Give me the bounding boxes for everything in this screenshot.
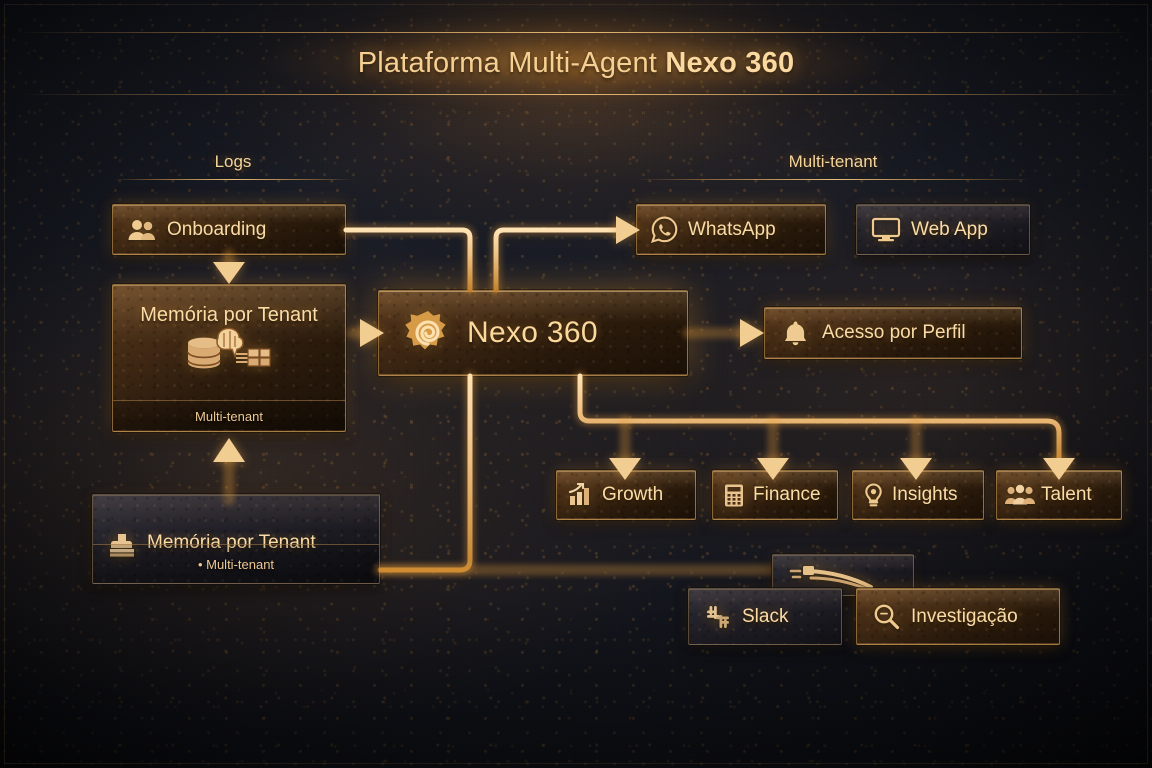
node-label-investigacao: Investigação: [911, 605, 1018, 627]
node-label-slack: Slack: [742, 605, 789, 627]
wire-memoria-to-nexo: [346, 319, 384, 347]
node-acesso-por-perfil[interactable]: Acesso por Perfil: [764, 307, 1022, 359]
node-footer-memoria-mid: Multi-tenant: [113, 400, 345, 431]
node-footer-label-memoria-low: • Multi-tenant: [197, 556, 275, 572]
section-label-multitenant: Multi-tenant: [788, 152, 878, 171]
wire-nexo-to-whatsapp: [490, 216, 640, 296]
node-memoria-por-tenant-mid[interactable]: Memória por Tenant Multi-tenant: [112, 284, 346, 432]
node-label-onboarding: Onboarding: [167, 218, 267, 240]
node-footer-memoria-low: • Multi-tenant: [93, 544, 379, 583]
calculator-icon: [725, 484, 743, 506]
slack-icon: [707, 605, 729, 628]
diagram-title-block: Plataforma Multi-Agent Nexo 360: [0, 18, 1152, 102]
node-label-talent: Talent: [1041, 484, 1092, 505]
magnifier-icon: [874, 604, 900, 630]
node-label-insights: Insights: [892, 484, 958, 505]
section-header-multitenant: Multi-tenant: [636, 152, 1030, 180]
people-group-icon: [1005, 484, 1035, 505]
node-investigacao[interactable]: Investigação: [856, 588, 1060, 645]
node-nexo-360[interactable]: Nexo 360: [378, 290, 688, 376]
wire-memorialow-to-memoria: [213, 438, 245, 506]
node-label-whatsapp: WhatsApp: [688, 218, 776, 240]
database-brain-icon: [187, 327, 271, 369]
whatsapp-icon: [651, 216, 678, 243]
section-rule-multitenant: [636, 179, 1030, 180]
page-title: Plataforma Multi-Agent Nexo 360: [0, 32, 1152, 94]
node-finance[interactable]: Finance: [712, 470, 838, 520]
node-label-growth: Growth: [602, 484, 664, 505]
title-rule-top: [18, 32, 1134, 33]
node-footer-label-memoria-mid: Multi-tenant: [195, 408, 263, 424]
lightbulb-icon: [865, 482, 882, 506]
node-label-nexo-360: Nexo 360: [467, 316, 598, 349]
wire-onboarding-to-memoria: [213, 248, 245, 284]
wire-nexo-to-department-bus: [574, 370, 1075, 480]
wire-bus-to-insights: [900, 415, 932, 480]
node-insights[interactable]: Insights: [852, 470, 984, 520]
node-label-web-app: Web App: [911, 218, 988, 240]
bell-icon: [784, 321, 807, 345]
wire-nexo-down-to-bottomleft: [374, 370, 476, 576]
section-label-logs: Logs: [214, 152, 252, 171]
section-rule-logs: [113, 179, 353, 180]
node-label-acesso-por-perfil: Acesso por Perfil: [822, 322, 966, 343]
node-memoria-por-tenant-low[interactable]: Memória por Tenant • Multi-tenant: [92, 494, 380, 584]
page-title-brand: Nexo 360: [665, 47, 795, 79]
node-onboarding[interactable]: Onboarding: [112, 204, 346, 255]
monitor-icon: [871, 217, 901, 242]
node-slack[interactable]: Slack: [688, 588, 842, 645]
people-icon: [128, 219, 155, 240]
node-label-memoria-low: Memória por Tenant: [147, 532, 316, 553]
page-title-prefix: Plataforma Multi-Agent: [357, 47, 666, 79]
bar-chart-up-icon: [568, 483, 589, 505]
section-header-logs: Logs: [113, 152, 353, 180]
wire-bus-to-growth: [609, 415, 641, 480]
wire-bus-to-finance: [757, 415, 789, 480]
node-whatsapp[interactable]: WhatsApp: [636, 204, 826, 255]
node-web-app[interactable]: Web App: [856, 204, 1030, 255]
node-label-memoria-mid: Memória por Tenant: [140, 304, 318, 326]
node-label-finance: Finance: [753, 484, 821, 505]
swoosh-icon: [789, 566, 873, 589]
title-rule-bottom: [18, 94, 1134, 95]
stamp-icon: [110, 534, 134, 557]
wire-onboarding-to-bus: [340, 224, 476, 296]
spiral-sun-icon: [405, 311, 446, 350]
wire-nexo-to-acesso: [682, 319, 764, 347]
